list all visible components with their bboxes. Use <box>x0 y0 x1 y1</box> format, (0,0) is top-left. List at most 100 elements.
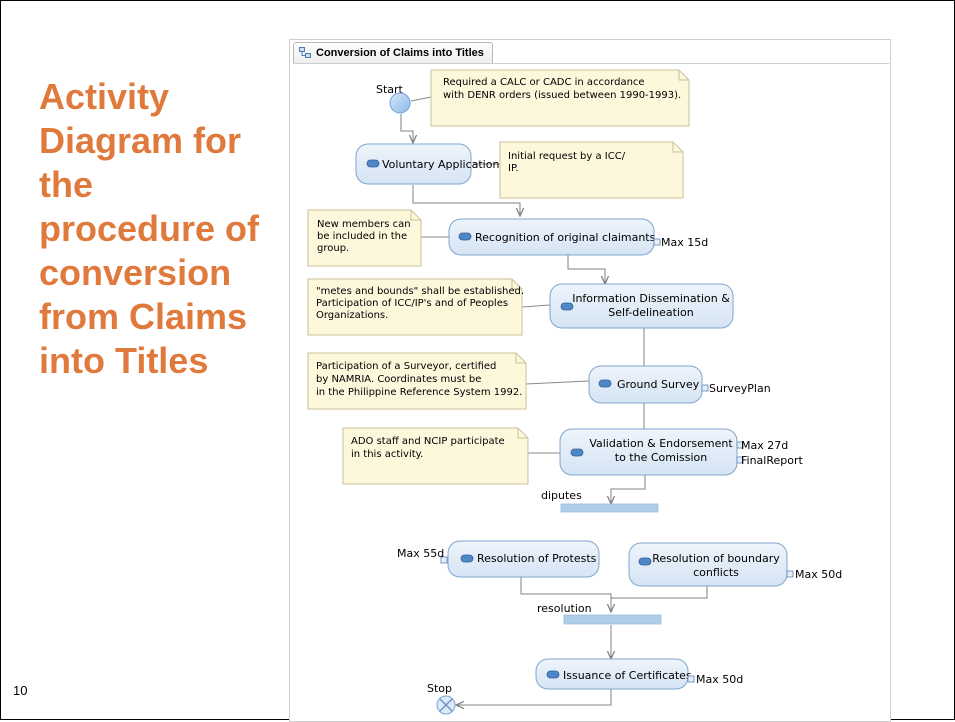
action-resolution-protests[interactable]: Resolution of Protests Max 55d <box>397 540 600 578</box>
flow-arrow <box>567 255 605 284</box>
note-line: IP. <box>508 163 519 174</box>
note-line: New members can <box>317 219 411 230</box>
action-icon <box>560 302 574 311</box>
note-line: Participation of a Surveyor, certified <box>316 361 496 372</box>
pin[interactable] <box>687 675 695 683</box>
diagram-tab-title: Conversion of Claims into Titles <box>316 47 484 59</box>
action-icon <box>460 554 474 563</box>
action-recognition-claimants[interactable]: Recognition of original claimants Max 15… <box>448 218 708 256</box>
pin[interactable] <box>736 456 744 464</box>
note-line: by NAMRIA. Coordinates must be <box>316 374 481 385</box>
action-label: Voluntary Application <box>382 158 499 171</box>
pin[interactable] <box>440 556 448 564</box>
note[interactable]: Initial request by a ICC/ IP. <box>499 141 684 199</box>
action-icon <box>638 557 652 566</box>
action-label: Self-delineation <box>608 306 693 319</box>
action-ground-survey[interactable]: Ground Survey SurveyPlan <box>588 365 771 404</box>
flow-arrows <box>400 114 708 705</box>
slide-title-line: Activity <box>39 76 170 117</box>
pin-label: SurveyPlan <box>709 382 771 395</box>
tab-divider <box>293 63 889 64</box>
action-label: Resolution of boundary <box>652 552 780 565</box>
note[interactable]: Participation of a Surveyor, certified b… <box>307 352 527 410</box>
flow-arrow <box>400 114 413 143</box>
slide-title-line: the <box>39 164 93 205</box>
note-text: New members can be included in the group… <box>317 219 414 254</box>
pin[interactable] <box>736 441 744 449</box>
stop-node: Stop <box>427 682 456 715</box>
flow-arrow <box>611 475 646 504</box>
action-information-dissemination[interactable]: Information Dissemination & Self-delinea… <box>549 283 734 329</box>
slide-title-line: from Claims <box>39 296 248 337</box>
note-line: with DENR orders (issued between 1990-19… <box>443 90 681 101</box>
note-line: group. <box>317 243 349 254</box>
note-text: ADO staff and NCIP participate in this a… <box>351 436 508 460</box>
action-validation-endorsement[interactable]: Validation & Endorsement to the Comissio… <box>559 428 804 476</box>
note-text: Initial request by a ICC/ IP. <box>508 151 628 174</box>
pin[interactable] <box>701 384 709 392</box>
action-icon <box>458 232 472 241</box>
note-line: be included in the <box>317 231 407 242</box>
note-text: Required a CALC or CADC in accordance wi… <box>443 77 681 101</box>
slide-title: Activity Diagram for the procedure of co… <box>39 75 289 383</box>
action-label: to the Comission <box>615 451 708 464</box>
note-line: in the Philippine Reference System 1992. <box>316 387 522 398</box>
action-label: conflicts <box>693 566 739 579</box>
note-line: Required a CALC or CADC in accordance <box>443 77 645 88</box>
page-number: 10 <box>13 683 28 698</box>
note[interactable]: "metes and bounds" shall be established.… <box>307 278 527 336</box>
note-line: in this activity. <box>351 449 423 460</box>
pin-label: Max 27d <box>741 439 788 452</box>
pin-label: Max 50d <box>696 673 743 686</box>
activity-diagram-icon <box>299 47 311 58</box>
slide-title-line: into Titles <box>39 340 209 381</box>
action-label: Recognition of original claimants <box>475 231 656 244</box>
slide-title-line: conversion <box>39 252 232 293</box>
slide-title-line: procedure of <box>39 208 260 249</box>
note-line: Participation of ICC/IP's and of Peoples <box>316 298 508 309</box>
bar-label: diputes <box>541 489 582 502</box>
action-label: Issuance of Certificates <box>563 669 692 682</box>
diagram-tab[interactable]: Conversion of Claims into Titles <box>293 42 493 64</box>
note-line: Organizations. <box>316 310 388 321</box>
note-line: ADO staff and NCIP participate <box>351 436 505 447</box>
start-label: Start <box>376 83 404 96</box>
action-label: Validation & Endorsement <box>589 437 733 450</box>
note-line: Initial request by a ICC/ <box>508 151 626 162</box>
action-label: Information Dissemination & <box>572 292 730 305</box>
slide-title-line: Diagram for <box>39 120 242 161</box>
pin-label: Max 55d <box>397 547 444 560</box>
note-text: "metes and bounds" shall be established.… <box>316 286 527 321</box>
pin[interactable] <box>786 570 794 578</box>
action-resolution-boundary[interactable]: Resolution of boundary conflicts Max 50d <box>628 542 842 587</box>
note-connectors <box>410 96 590 454</box>
note[interactable]: New members can be included in the group… <box>307 209 422 267</box>
action-voluntary-application[interactable]: Voluntary Application <box>355 143 499 185</box>
flow-arrow <box>610 586 708 612</box>
action-icon <box>570 448 584 457</box>
initial-node[interactable] <box>389 92 411 114</box>
action-issuance-certificates[interactable]: Issuance of Certificates Max 50d <box>535 658 743 690</box>
join-bar[interactable]: resolution <box>537 602 662 625</box>
pin-label: Max 50d <box>795 568 842 581</box>
action-icon <box>366 159 380 168</box>
action-label: Resolution of Protests <box>477 552 597 565</box>
action-label: Ground Survey <box>617 378 700 391</box>
note[interactable]: Required a CALC or CADC in accordance wi… <box>430 69 690 127</box>
flow-arrow <box>412 185 520 216</box>
action-icon <box>598 379 612 388</box>
start-node: Start <box>376 83 411 114</box>
pin[interactable] <box>653 238 661 246</box>
note-text: Participation of a Surveyor, certified b… <box>316 361 522 398</box>
pin-label: Max 15d <box>661 236 708 249</box>
note-line: "metes and bounds" shall be established. <box>316 286 524 297</box>
action-icon <box>546 670 560 679</box>
note[interactable]: ADO staff and NCIP participate in this a… <box>342 427 529 485</box>
fork-bar[interactable]: diputes <box>541 489 659 513</box>
bar-label: resolution <box>537 602 592 615</box>
flow-arrow <box>456 689 612 705</box>
pin-label: FinalReport <box>741 454 804 467</box>
stop-label: Stop <box>427 682 452 695</box>
